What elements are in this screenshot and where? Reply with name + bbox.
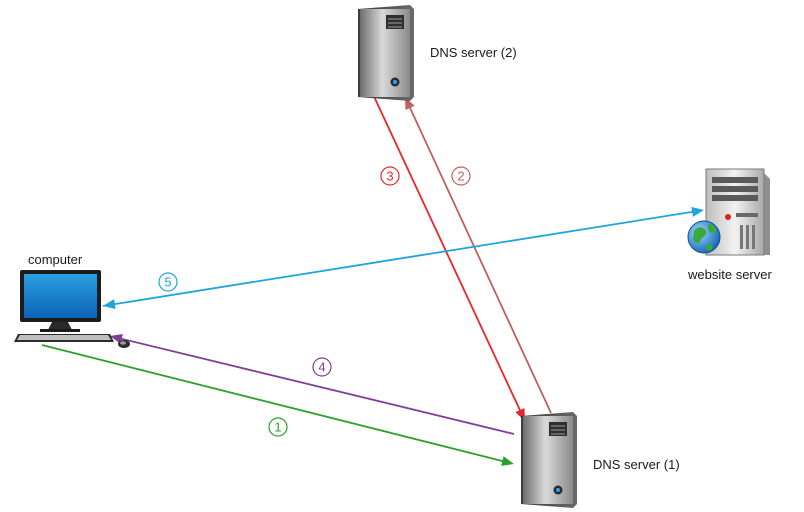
dns-server-2 (358, 5, 414, 101)
step-number-circle (451, 166, 471, 186)
arrowhead (110, 333, 123, 344)
website-server-label: website server (687, 267, 772, 282)
server-tower-icon (521, 412, 577, 508)
dns-server-1-label: DNS server (1) (593, 457, 680, 472)
step-number: 4 (318, 360, 325, 375)
arrow-step-4: 4 (110, 333, 515, 435)
website-server (687, 168, 770, 256)
arrow-line (407, 103, 552, 414)
arrow-line (41, 344, 507, 463)
step-number: 1 (274, 420, 281, 435)
arrow-line (117, 337, 515, 435)
step-number: 2 (457, 169, 464, 184)
monitor-icon (20, 270, 101, 332)
mouse-icon (118, 340, 130, 348)
dns-server-1 (521, 412, 577, 508)
globe-icon (687, 220, 721, 254)
server-tower-icon (358, 5, 414, 101)
keyboard-icon (14, 334, 114, 342)
step-number-circle (268, 417, 288, 437)
step-number-circle (312, 357, 332, 377)
step-number: 3 (386, 169, 393, 184)
arrowhead (103, 299, 116, 310)
computer-label: computer (28, 252, 83, 267)
arrow-line (102, 210, 697, 307)
arrow-step-5: 5 (102, 206, 704, 310)
arrow-step-1: 1 (41, 344, 514, 466)
computer (14, 270, 130, 348)
step-number-circle (380, 166, 400, 186)
dns-server-2-label: DNS server (2) (430, 45, 517, 60)
step-number: 5 (164, 275, 171, 290)
arrow-step-3: 3 (370, 89, 525, 421)
arrowhead (501, 456, 514, 466)
step-number-circle (158, 272, 178, 292)
arrowhead (691, 206, 704, 217)
